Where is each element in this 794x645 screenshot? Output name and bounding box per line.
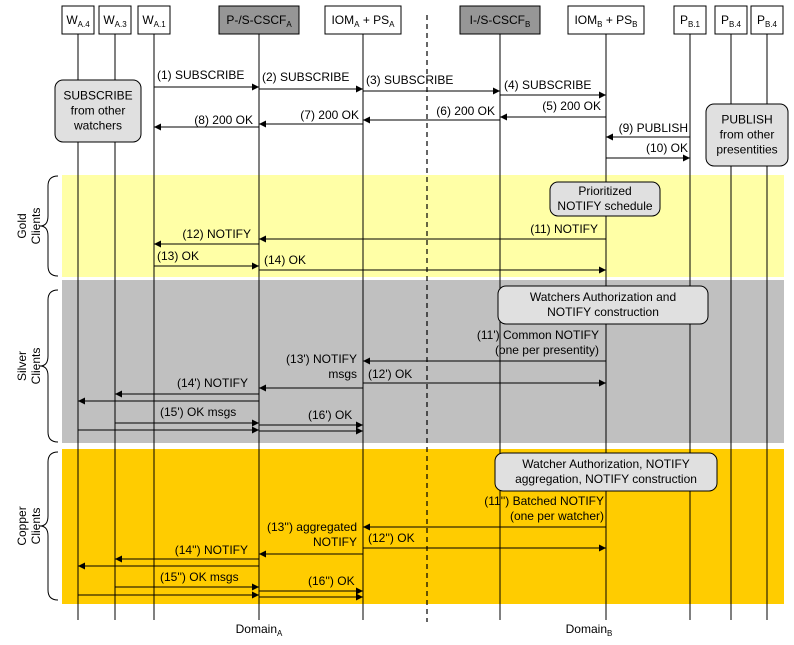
gold-label: GoldClients	[15, 208, 43, 245]
entity-label-iomb: IOMB + PSB	[574, 13, 637, 29]
label-m11p: (11') Common NOTIFY(one per presentity)	[477, 328, 599, 357]
entity-pb1: PB.1	[673, 5, 707, 35]
label-m5: (5) 200 OK	[542, 99, 601, 113]
label-m11: (11) NOTIFY	[530, 222, 598, 236]
label-m6: (6) 200 OK	[436, 104, 495, 118]
label-m10: (10) OK	[646, 141, 688, 155]
entity-label-pb4b: PB.4	[757, 13, 778, 29]
entity-iscscf: I-/S-CSCFB	[459, 5, 541, 35]
band-braces	[39, 175, 59, 601]
entity-wa1: WA.1	[137, 5, 171, 35]
label-m12p: (12') OK	[368, 367, 412, 381]
message-labels: (1) SUBSCRIBE (2) SUBSCRIBE (3) SUBSCRIBE (…	[157, 68, 688, 588]
label-m12: (12) NOTIFY	[182, 227, 251, 241]
entity-wa4: WA.4	[61, 5, 95, 35]
label-m11pp: (11'') Batched NOTIFY(one per watcher)	[484, 494, 604, 523]
domain-labels: DomainA DomainB	[236, 622, 613, 638]
label-m14: (14) OK	[264, 253, 306, 267]
entity-iomb: IOMB + PSB	[567, 5, 645, 35]
label-m8: (8) 200 OK	[194, 113, 253, 127]
domain-label-1: DomainB	[566, 622, 613, 638]
gold-band	[62, 175, 784, 277]
copper-label: CopperClients	[15, 506, 43, 545]
entity-label-wa3: WA.3	[103, 13, 127, 29]
entity-label-pscscf: P-/S-CSCFA	[226, 13, 292, 29]
label-m3: (3) SUBSCRIBE	[366, 73, 453, 87]
label-m9: (9) PUBLISH	[619, 121, 688, 135]
entity-label-pb4a: PB.4	[721, 13, 742, 29]
label-m15p: (15') OK msgs	[160, 405, 236, 419]
silver-brace	[39, 289, 59, 443]
entity-label-wa4: WA.4	[66, 13, 90, 29]
label-m2: (2) SUBSCRIBE	[262, 70, 349, 84]
entity-wa3: WA.3	[98, 5, 132, 35]
entity-pb4a: PB.4	[714, 5, 748, 35]
entity-ioma: IOMA + PSA	[324, 5, 402, 35]
label-m16pp: (16'') OK	[308, 574, 355, 588]
entity-pb4b: PB.4	[750, 5, 784, 35]
entity-label-iscscf: I-/S-CSCFB	[470, 13, 531, 29]
domain-label-0: DomainA	[236, 622, 283, 638]
message-arrows	[78, 83, 690, 601]
label-m15pp: (15'') OK msgs	[160, 570, 239, 584]
entity-label-pb1: PB.1	[680, 13, 701, 29]
entity-label-wa1: WA.1	[142, 13, 166, 29]
entity-pscscf: P-/S-CSCFA	[218, 5, 300, 35]
label-m12pp: (12'') OK	[368, 531, 415, 545]
label-m4: (4) SUBSCRIBE	[504, 78, 591, 92]
label-m16p: (16') OK	[308, 408, 352, 422]
label-m14pp: (14'') NOTIFY	[175, 543, 248, 557]
label-m7: (7) 200 OK	[300, 108, 359, 122]
entity-headers: WA.4 WA.3 WA.1 P-/S-CSCFA IOMA + PSA I-/S-CSC…	[61, 5, 784, 35]
entity-label-ioma: IOMA + PSA	[331, 13, 395, 29]
label-m13: (13) OK	[157, 249, 199, 263]
copper-brace	[39, 451, 59, 601]
label-m1: (1) SUBSCRIBE	[157, 68, 244, 82]
silver-label: SilverClients	[15, 348, 43, 385]
label-m14p: (14') NOTIFY	[177, 376, 248, 390]
gold-brace	[39, 175, 59, 277]
